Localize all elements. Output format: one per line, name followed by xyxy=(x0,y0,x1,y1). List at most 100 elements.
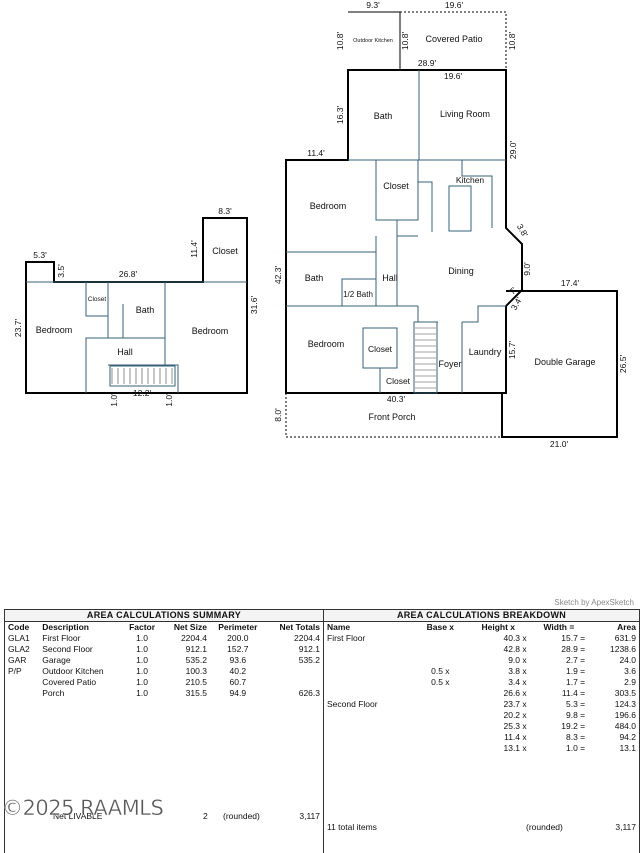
room-label: Closet xyxy=(386,376,411,386)
summary-cell: 200.0 xyxy=(227,633,249,643)
dimension-label: 26.8' xyxy=(119,269,138,279)
dimension-label: 7' xyxy=(507,285,519,297)
summary-cell: 100.3 xyxy=(185,666,207,676)
dimension-label: 9.0' xyxy=(522,262,532,276)
sketch-credit: Sketch by ApexSketch xyxy=(554,598,634,607)
breakdown-cell: 0.5 x xyxy=(431,677,450,687)
breakdown-cell: 13.1 xyxy=(619,743,636,753)
summary-cell: 94.9 xyxy=(229,688,247,698)
summary-cell: GLA2 xyxy=(8,644,30,654)
summary-header: Net Size xyxy=(173,622,207,632)
breakdown-cell: 0.5 x xyxy=(431,666,450,676)
dimension-label: 1.0' xyxy=(164,393,174,407)
summary-title: AREA CALCULATIONS SUMMARY xyxy=(5,610,323,622)
breakdown-cell: 9.0 x xyxy=(508,655,527,665)
breakdown-cell xyxy=(414,644,467,655)
room-label: Closet xyxy=(88,296,107,303)
breakdown-cell: Second Floor xyxy=(327,699,378,709)
dimension-label: 3.4' xyxy=(509,295,525,312)
room-label: Hall xyxy=(382,273,398,283)
breakdown-cell: 15.7 = xyxy=(561,633,586,643)
breakdown-cell: 8.3 = xyxy=(566,732,586,742)
dimension-label: 19.6' xyxy=(445,0,464,10)
room-label: Covered Patio xyxy=(425,34,482,44)
room-label: Closet xyxy=(212,246,238,256)
breakdown-cell: 3.6 xyxy=(624,666,636,676)
breakdown-cell: 40.3 x xyxy=(503,633,527,643)
summary-header: Description xyxy=(42,622,89,632)
breakdown-cell: 196.6 xyxy=(614,710,636,720)
breakdown-cell: 42.8 x xyxy=(503,644,527,654)
second-floor-outline xyxy=(25,217,248,394)
summary-cell: 1.0 xyxy=(136,677,148,687)
breakdown-cell xyxy=(414,743,467,754)
breakdown-cell: 2.7 = xyxy=(566,655,586,665)
room-label: Bedroom xyxy=(308,339,345,349)
breakdown-header: Area xyxy=(617,622,636,632)
dimension-label: 3.5' xyxy=(56,264,66,278)
summary-footer: Net LIVABLE 2 (rounded) 3,117 xyxy=(5,811,323,822)
room-label: Closet xyxy=(368,344,393,354)
dimension-label: 29.0' xyxy=(508,141,518,160)
summary-cell: 40.2 xyxy=(229,666,247,676)
room-label: Laundry xyxy=(469,347,502,357)
breakdown-cell xyxy=(324,688,414,699)
breakdown-cell xyxy=(324,732,414,743)
dimension-label: 28.9' xyxy=(418,58,437,68)
summary-cell xyxy=(5,688,39,699)
summary-cell: 535.2 xyxy=(185,655,207,665)
breakdown-cell: First Floor xyxy=(327,633,366,643)
breakdown-header: Width = xyxy=(543,622,575,632)
breakdown-cell: 1.7 = xyxy=(566,677,586,687)
breakdown-cell xyxy=(414,721,467,732)
net-livable-count: 2 xyxy=(203,811,208,821)
summary-cell: Second Floor xyxy=(42,644,93,654)
breakdown-header: Name xyxy=(327,622,351,632)
breakdown-cell: 20.2 x xyxy=(503,710,527,720)
breakdown-cell: 1238.6 xyxy=(610,644,636,654)
breakdown-cell: 5.3 = xyxy=(566,699,586,709)
breakdown-cell xyxy=(414,710,467,721)
room-label: Bedroom xyxy=(192,326,229,336)
summary-cell: Garage xyxy=(42,655,71,665)
breakdown-cell xyxy=(324,710,414,721)
breakdown-cell xyxy=(324,655,414,666)
watermark: ©2025 RAAMLS xyxy=(2,796,164,820)
summary-cell: 93.6 xyxy=(229,655,247,665)
dimension-label: 15.7' xyxy=(507,341,517,360)
summary-cell: P/P xyxy=(8,666,22,676)
breakdown-cell xyxy=(324,721,414,732)
room-label: Closet xyxy=(383,181,409,191)
breakdown-title: AREA CALCULATIONS BREAKDOWN xyxy=(324,610,639,622)
summary-cell: 2204.4 xyxy=(294,633,320,643)
dimension-label: 16.3' xyxy=(335,106,345,125)
room-label: Front Porch xyxy=(368,412,415,422)
room-label: Bedroom xyxy=(310,201,347,211)
dimension-label: 21.0' xyxy=(550,439,569,449)
summary-cell: Porch xyxy=(42,688,65,698)
summary-cell: 1.0 xyxy=(136,655,148,665)
breakdown-cell: 631.9 xyxy=(614,633,636,643)
room-label: Bath xyxy=(374,111,393,121)
summary-cell: 912.1 xyxy=(185,644,207,654)
room-label: Outdoor Kitchen xyxy=(353,38,393,44)
room-label: Hall xyxy=(117,347,133,357)
breakdown-cell: 24.0 xyxy=(619,655,636,665)
breakdown-cell: 1.0 = xyxy=(566,743,586,753)
summary-cell: 210.5 xyxy=(185,677,207,687)
room-label: Kitchen xyxy=(456,175,485,185)
summary-cell: 1.0 xyxy=(136,666,148,676)
summary-cell: 60.7 xyxy=(229,677,247,687)
dimension-label: 11.4' xyxy=(189,240,199,258)
room-label: Living Room xyxy=(440,109,490,119)
dimension-label: 3.8' xyxy=(515,222,531,239)
